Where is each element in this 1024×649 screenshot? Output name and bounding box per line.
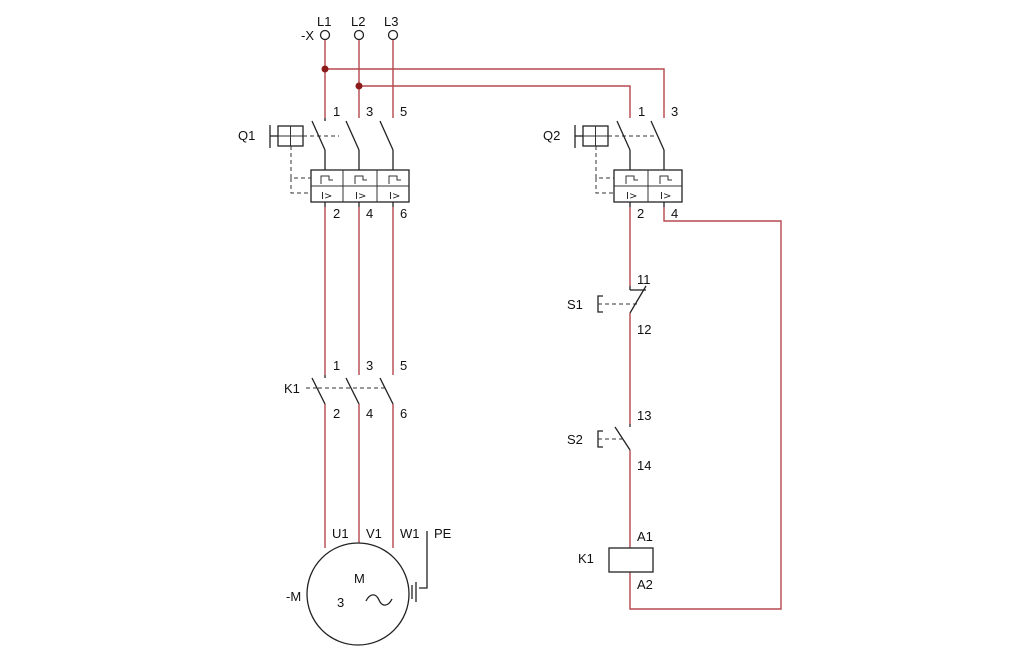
s2-label: S2 — [567, 432, 583, 447]
s1-label: S1 — [567, 297, 583, 312]
s1-terminal-11: 11 — [637, 272, 651, 287]
contactor-k1-label: K1 — [284, 381, 300, 396]
coil-k1: A1 A2 K1 — [578, 529, 654, 592]
pushbutton-s2: 13 14 S2 — [567, 408, 651, 473]
coil-terminal-a1: A1 — [637, 529, 653, 544]
breaker-q2: Q2 1 3 I> I> 2 4 — [543, 104, 683, 221]
k1-terminal-6: 6 — [400, 406, 407, 421]
k1-terminal-2: 2 — [333, 406, 340, 421]
q1-terminal-4: 4 — [366, 206, 373, 221]
motor-terminal-v1: V1 — [366, 526, 382, 541]
supply-terminals: L1 L2 L3 -X — [301, 14, 398, 43]
k1-contact-1 — [311, 377, 326, 405]
k1-contact-2 — [345, 377, 360, 405]
phase-label-l1: L1 — [317, 14, 331, 29]
q1-contact-3 — [379, 120, 394, 151]
q2-terminal-2: 2 — [637, 206, 644, 221]
junction-dot-l2 — [355, 82, 363, 90]
wire-control-l1 — [325, 68, 665, 118]
svg-text:I>: I> — [389, 191, 400, 202]
k1-terminal-4: 4 — [366, 406, 373, 421]
control-supply-wires — [321, 65, 665, 118]
motor-phase-count: 3 — [337, 595, 344, 610]
q2-contact-2 — [650, 120, 665, 151]
contactor-k1-main-contacts: K1 1 3 5 2 4 6 — [284, 358, 407, 421]
svg-text:I>: I> — [321, 191, 332, 202]
s1-contact — [629, 285, 647, 314]
motor-terminal-pe: PE — [434, 526, 452, 541]
q1-contact-2 — [345, 120, 360, 151]
pushbutton-s1: 11 12 S1 — [567, 272, 651, 337]
pe-conductor — [419, 531, 428, 589]
wire-control-l2 — [359, 85, 631, 118]
phase-label-l3: L3 — [384, 14, 398, 29]
q1-terminal-5: 5 — [400, 104, 407, 119]
q1-terminal-3: 3 — [366, 104, 373, 119]
s2-terminal-13: 13 — [637, 408, 651, 423]
svg-text:I>: I> — [626, 191, 637, 202]
k1-terminal-5: 5 — [400, 358, 407, 373]
motor-label: -M — [286, 589, 301, 604]
motor-circle — [306, 542, 410, 646]
s2-contact — [614, 426, 631, 451]
motor-letter: M — [354, 571, 365, 586]
junction-dot-l1 — [321, 65, 329, 73]
svg-text:I>: I> — [355, 191, 366, 202]
q1-terminal-2: 2 — [333, 206, 340, 221]
phase-label-l2: L2 — [351, 14, 365, 29]
q1-terminal-1: 1 — [333, 104, 340, 119]
motor-terminal-w1: W1 — [400, 526, 420, 541]
ac-symbol-icon — [365, 594, 393, 606]
q1-contact-1 — [311, 120, 326, 151]
breaker-q2-label: Q2 — [543, 128, 560, 143]
control-circuit-wires — [629, 207, 782, 610]
k1-terminal-3: 3 — [366, 358, 373, 373]
q2-contact-1 — [616, 120, 631, 151]
main-circuit-wires — [324, 40, 394, 548]
s1-terminal-12: 12 — [637, 322, 651, 337]
coil-terminal-a2: A2 — [637, 577, 653, 592]
q2-terminal-1: 1 — [638, 104, 645, 119]
terminal-l2-circle — [353, 29, 365, 41]
breaker-q1: Q1 1 3 5 I> I> I> 2 4 6 — [238, 104, 410, 221]
wire-coil-return — [629, 207, 782, 610]
k1-contact-3 — [379, 377, 394, 405]
breaker-q1-label: Q1 — [238, 128, 255, 143]
motor-m: U1 V1 W1 PE -M M 3 — [286, 526, 452, 646]
k1-terminal-1: 1 — [333, 358, 340, 373]
terminal-l1-circle — [319, 29, 331, 41]
q1-terminal-6: 6 — [400, 206, 407, 221]
q2-terminal-3: 3 — [671, 104, 678, 119]
motor-terminal-u1: U1 — [332, 526, 349, 541]
svg-text:I>: I> — [660, 191, 671, 202]
coil-k1-label: K1 — [578, 551, 594, 566]
terminal-l3-circle — [387, 29, 399, 41]
s2-terminal-14: 14 — [637, 458, 651, 473]
q2-terminal-4: 4 — [671, 206, 678, 221]
terminal-strip-label: -X — [301, 28, 314, 43]
coil-k1-symbol — [608, 547, 654, 573]
